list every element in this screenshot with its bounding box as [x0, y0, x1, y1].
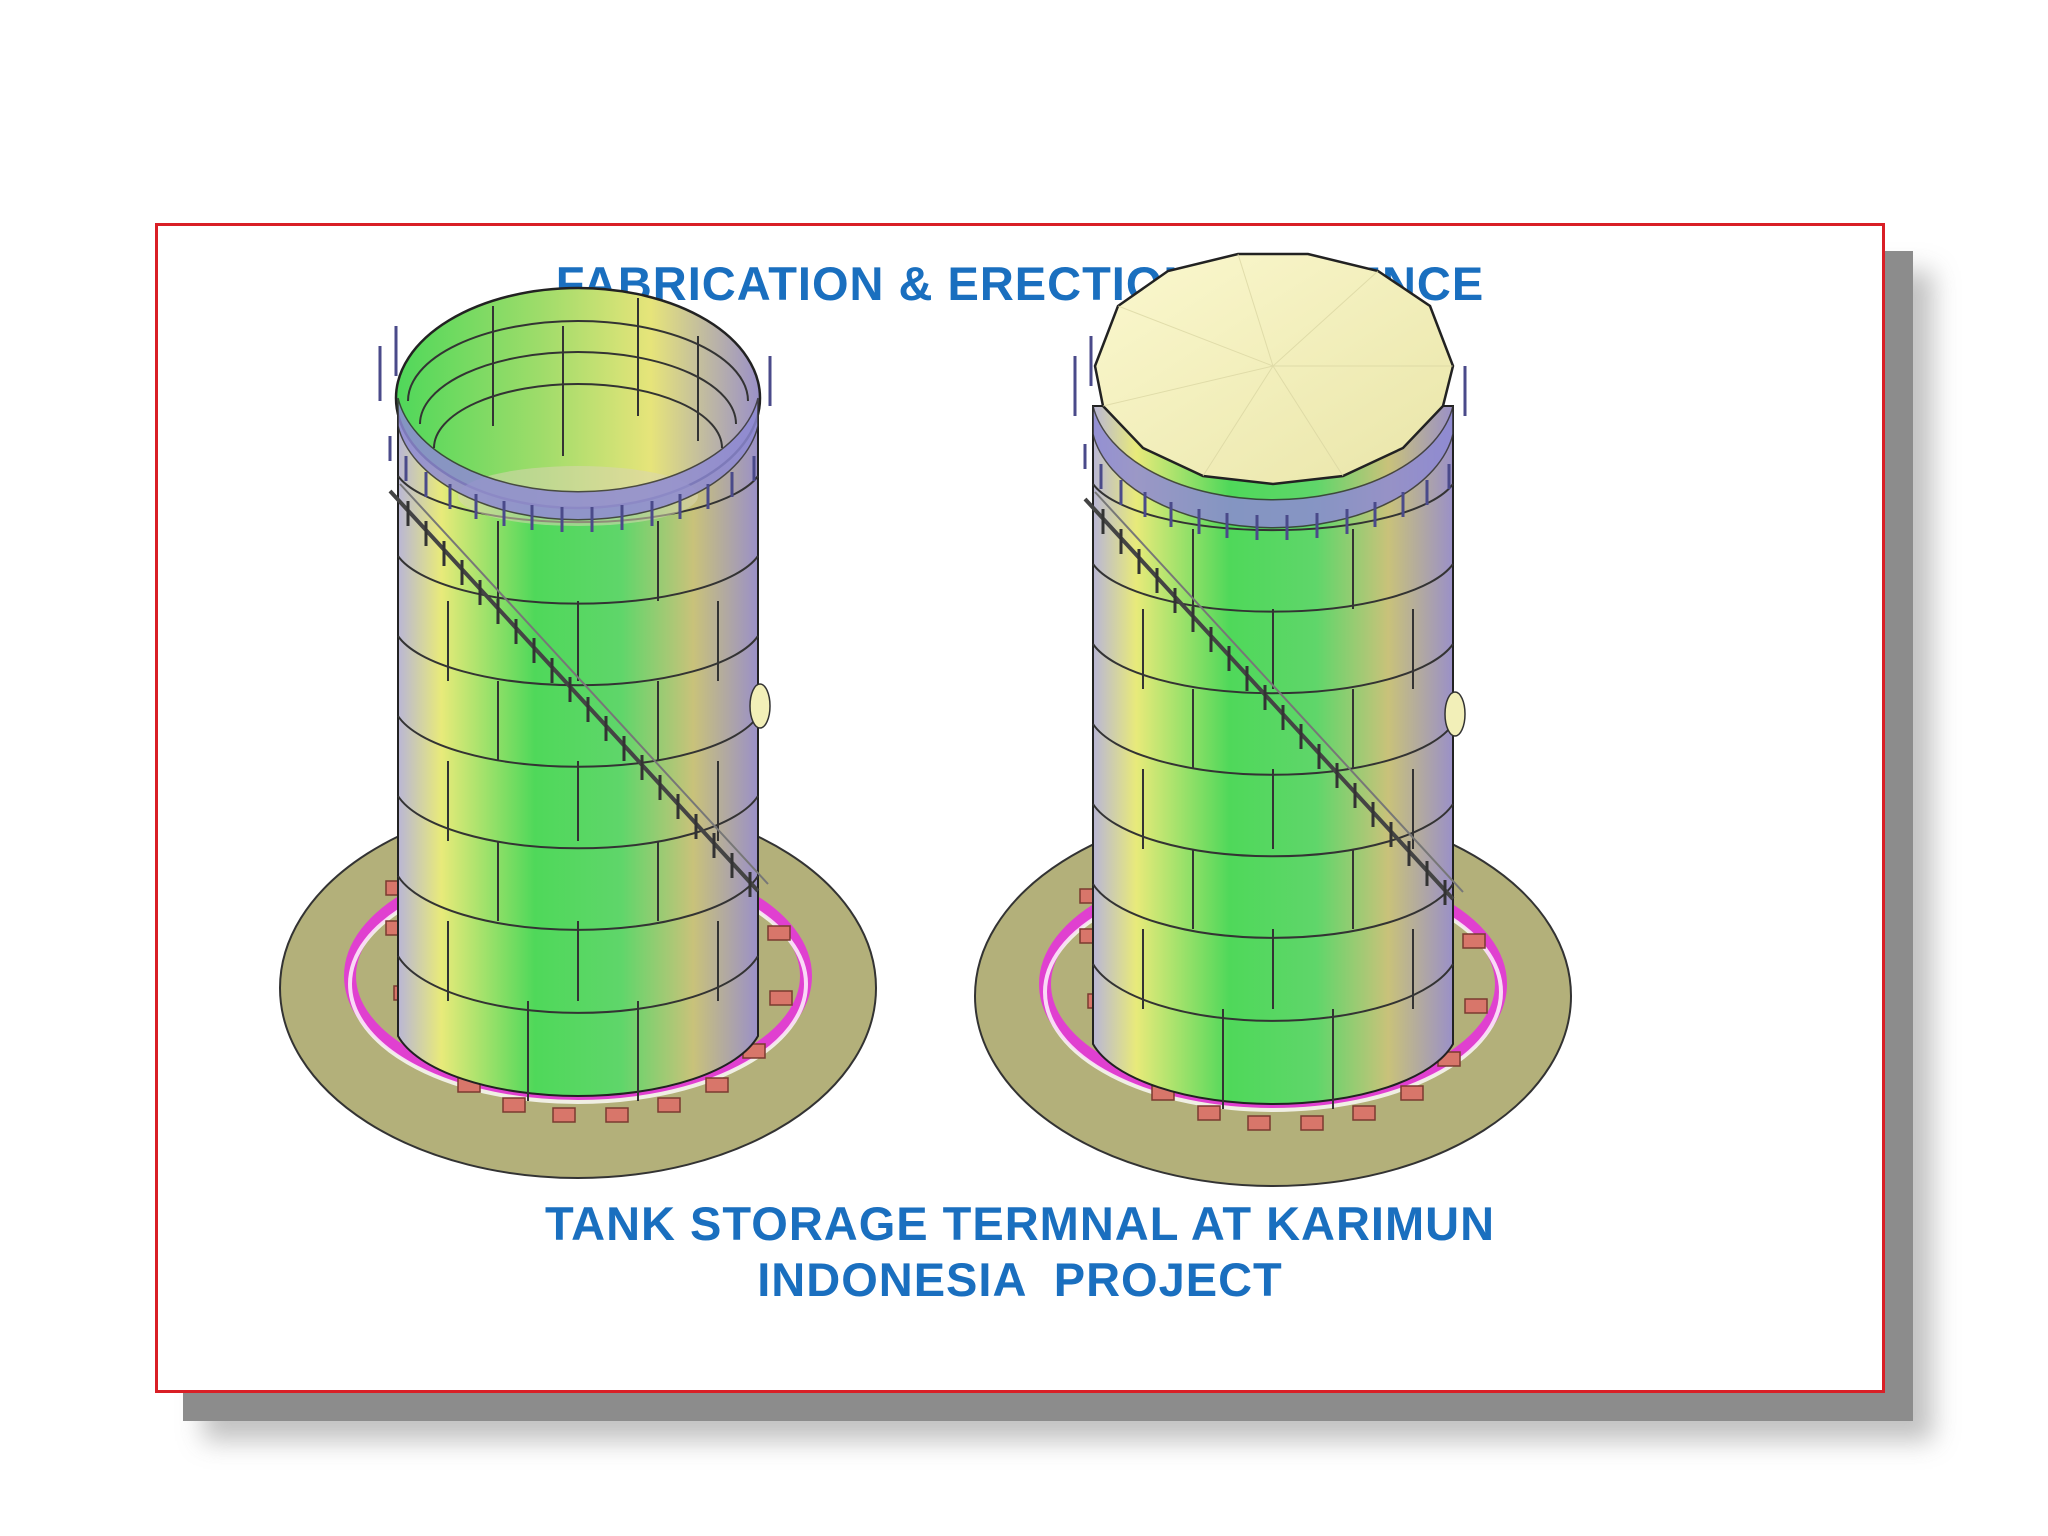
tank-roof	[1093, 252, 1455, 486]
subtitle-line-1: TANK STORAGE TERMNAL AT KARIMUN	[544, 1197, 1496, 1250]
spiral-staircase	[1083, 491, 1464, 905]
subtitle-line-2: INDONESIA PROJECT	[757, 1253, 1283, 1306]
slide-subtitle: TANK STORAGE TERMNAL AT KARIMUN INDONESI…	[158, 1196, 1882, 1308]
spiral-staircase	[388, 483, 769, 897]
tank-open-top	[279, 286, 877, 1179]
tank-drawings	[279, 252, 1572, 1187]
slide-frame: FABRICATION & ERECTION SEQUENCE	[155, 223, 1885, 1393]
tank-with-roof	[974, 252, 1572, 1187]
